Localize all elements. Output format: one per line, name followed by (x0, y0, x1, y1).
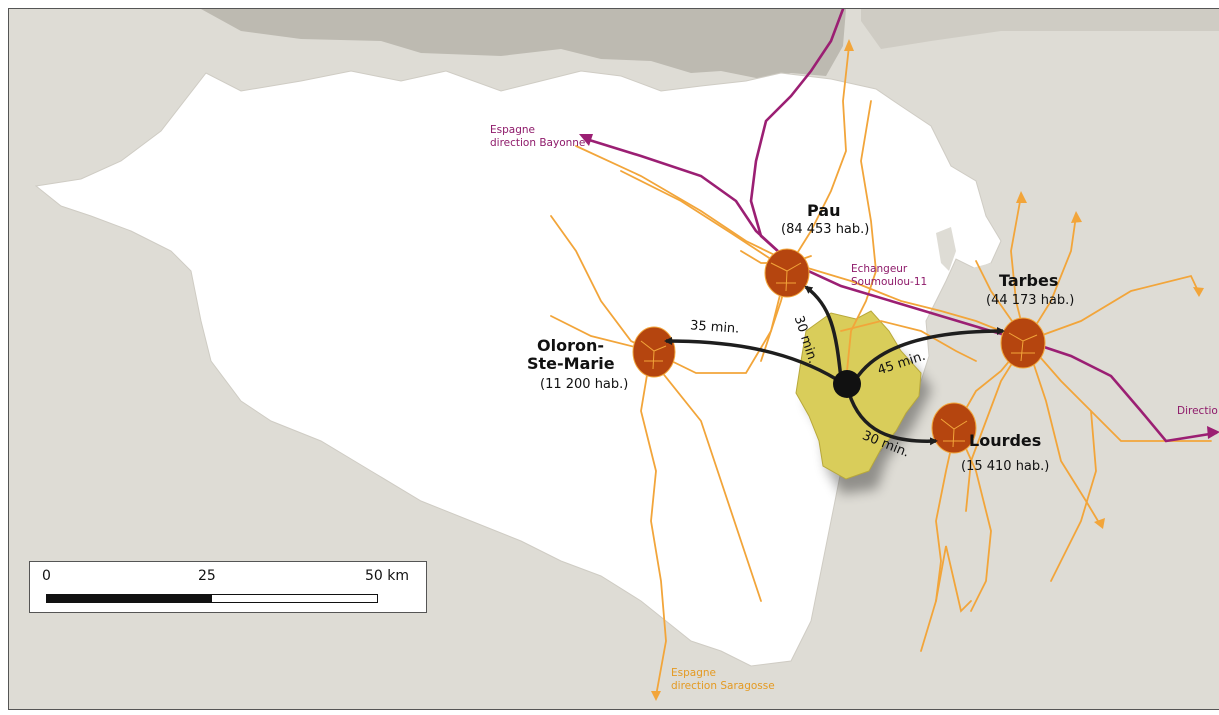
city-oloron (632, 326, 676, 378)
road-arrowheads (651, 39, 1204, 701)
label-espagne-bayonne-line1: Espagne (490, 124, 535, 136)
city-name-pau: Pau (807, 201, 841, 220)
scale-tick-0: 0 (42, 568, 51, 584)
motorway (584, 9, 1218, 443)
scale-tick-25: 25 (198, 568, 216, 584)
label-espagne-bayonne-line2: direction Bayonne (490, 137, 586, 149)
hub-point (833, 370, 861, 398)
city-lourdes (931, 402, 977, 454)
city-name-oloron-line1: Oloron- (537, 336, 604, 355)
motorway-arrow-west (579, 134, 593, 146)
city-pau (764, 248, 810, 298)
pale-area-1 (936, 227, 956, 271)
city-name-oloron-line2: Ste-Marie (527, 354, 615, 373)
label-echangeur-line2: Soumoulou-11 (851, 276, 928, 288)
map-frame: Pau (84 453 hab.) Oloron- Ste-Marie (11 … (8, 8, 1219, 710)
label-espagne-saragosse-line1: Espagne (671, 667, 716, 679)
city-population-pau: (84 453 hab.) (781, 222, 870, 237)
city-population-tarbes: (44 173 hab.) (986, 293, 1075, 308)
scale-bar-filled-segment (47, 595, 212, 602)
label-echangeur: Echangeur Soumoulou-11 (851, 263, 927, 289)
scale-bar (46, 594, 378, 603)
city-name-lourdes: Lourdes (969, 431, 1042, 450)
city-population-lourdes: (15 410 hab.) (961, 459, 1050, 474)
label-echangeur-line1: Echangeur (851, 263, 908, 275)
upper-land-area (201, 9, 846, 79)
label-espagne-saragosse-line2: direction Saragosse (671, 680, 775, 692)
upper-right-area (861, 9, 1219, 49)
city-name-tarbes: Tarbes (999, 271, 1059, 290)
label-direction-east: Directio (1177, 405, 1218, 417)
pale-area-2 (961, 263, 1001, 321)
map-canvas (34, 9, 1219, 701)
travel-arrows (664, 285, 1005, 446)
label-espagne-saragosse: Espagne direction Saragosse (671, 667, 775, 693)
motorway-arrow-east (1207, 426, 1219, 439)
label-espagne-bayonne: Espagne direction Bayonne (490, 124, 585, 150)
city-tarbes (1000, 317, 1046, 369)
scale-tick-50: 50 km (365, 568, 410, 584)
scale-bar-box: 0 25 50 km (29, 561, 427, 613)
city-population-oloron: (11 200 hab.) (540, 377, 629, 392)
road-network (550, 45, 1212, 697)
